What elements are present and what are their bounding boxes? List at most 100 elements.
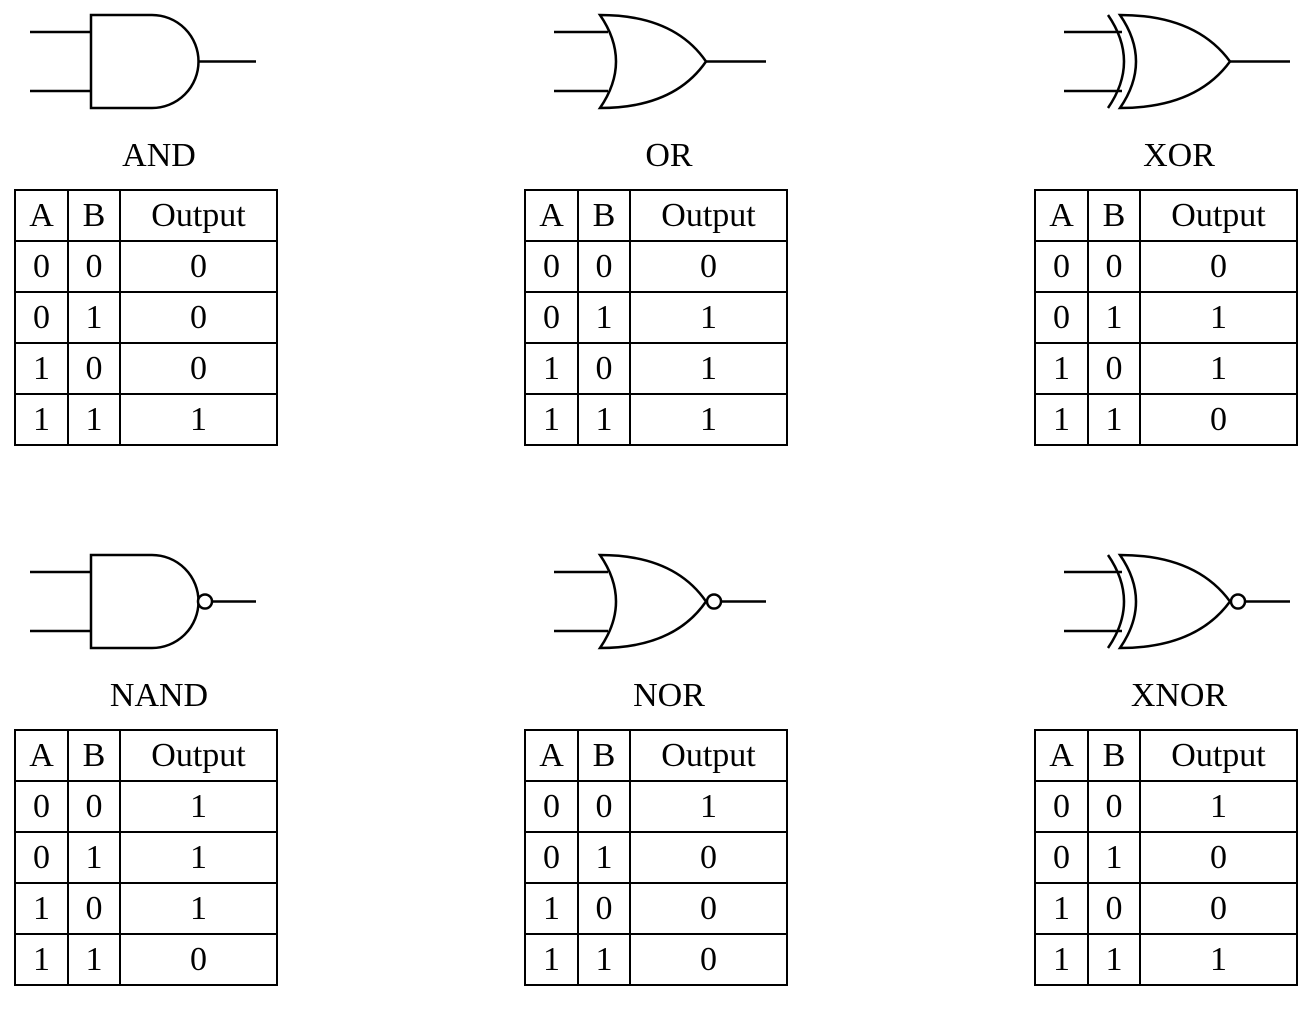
column-header: A bbox=[524, 729, 579, 782]
column-header: A bbox=[1034, 189, 1089, 242]
table-cell: 1 bbox=[14, 933, 69, 986]
table-cell: 1 bbox=[1087, 933, 1141, 986]
table-cell: 1 bbox=[67, 291, 121, 344]
table-cell: 1 bbox=[1034, 882, 1089, 935]
table-cell: 0 bbox=[1087, 342, 1141, 395]
gate-title: NAND bbox=[109, 677, 209, 714]
gate-title: OR bbox=[645, 137, 693, 174]
gate-title: XNOR bbox=[1130, 677, 1228, 714]
xor-gate-icon bbox=[1064, 13, 1290, 110]
table-cell: 0 bbox=[629, 882, 788, 935]
column-header: A bbox=[524, 189, 579, 242]
table-cell: 1 bbox=[1139, 780, 1298, 833]
table-cell: 1 bbox=[14, 882, 69, 935]
table-cell: 0 bbox=[629, 831, 788, 884]
column-header: Output bbox=[119, 189, 278, 242]
table-cell: 0 bbox=[1087, 240, 1141, 293]
table-cell: 0 bbox=[67, 780, 121, 833]
table-cell: 1 bbox=[67, 393, 121, 446]
table-cell: 0 bbox=[577, 240, 631, 293]
table-cell: 0 bbox=[577, 780, 631, 833]
column-header: Output bbox=[1139, 189, 1298, 242]
column-header: Output bbox=[1139, 729, 1298, 782]
table-cell: 0 bbox=[577, 882, 631, 935]
table-cell: 1 bbox=[1139, 933, 1298, 986]
table-cell: 0 bbox=[524, 831, 579, 884]
table-cell: 1 bbox=[1034, 393, 1089, 446]
gate-title: NOR bbox=[633, 677, 705, 714]
table-cell: 1 bbox=[577, 933, 631, 986]
table-cell: 0 bbox=[119, 291, 278, 344]
table-cell: 0 bbox=[67, 882, 121, 935]
table-cell: 1 bbox=[67, 933, 121, 986]
table-cell: 1 bbox=[119, 393, 278, 446]
table-cell: 0 bbox=[524, 291, 579, 344]
table-cell: 0 bbox=[577, 342, 631, 395]
table-cell: 1 bbox=[1034, 933, 1089, 986]
column-header: B bbox=[67, 189, 121, 242]
nor-gate-icon bbox=[554, 553, 766, 650]
gate-title: XOR bbox=[1143, 137, 1215, 174]
table-cell: 1 bbox=[577, 291, 631, 344]
or-gate-icon bbox=[554, 13, 766, 110]
table-cell: 1 bbox=[1139, 342, 1298, 395]
column-header: B bbox=[67, 729, 121, 782]
table-cell: 0 bbox=[14, 831, 69, 884]
table-cell: 0 bbox=[629, 933, 788, 986]
table-cell: 1 bbox=[67, 831, 121, 884]
table-cell: 0 bbox=[14, 291, 69, 344]
column-header: B bbox=[577, 729, 631, 782]
table-cell: 1 bbox=[577, 831, 631, 884]
column-header: B bbox=[1087, 189, 1141, 242]
table-cell: 1 bbox=[524, 393, 579, 446]
table-cell: 0 bbox=[14, 780, 69, 833]
table-cell: 1 bbox=[1087, 291, 1141, 344]
table-cell: 1 bbox=[1034, 342, 1089, 395]
table-cell: 1 bbox=[1087, 831, 1141, 884]
table-cell: 1 bbox=[1087, 393, 1141, 446]
table-cell: 0 bbox=[1034, 291, 1089, 344]
table-cell: 1 bbox=[119, 831, 278, 884]
table-cell: 1 bbox=[629, 342, 788, 395]
gate-title: AND bbox=[122, 137, 196, 174]
table-cell: 0 bbox=[119, 342, 278, 395]
column-header: Output bbox=[629, 189, 788, 242]
and-gate-icon bbox=[30, 13, 256, 110]
column-header: A bbox=[14, 189, 69, 242]
table-cell: 0 bbox=[1034, 240, 1089, 293]
column-header: B bbox=[577, 189, 631, 242]
table-cell: 0 bbox=[1034, 831, 1089, 884]
